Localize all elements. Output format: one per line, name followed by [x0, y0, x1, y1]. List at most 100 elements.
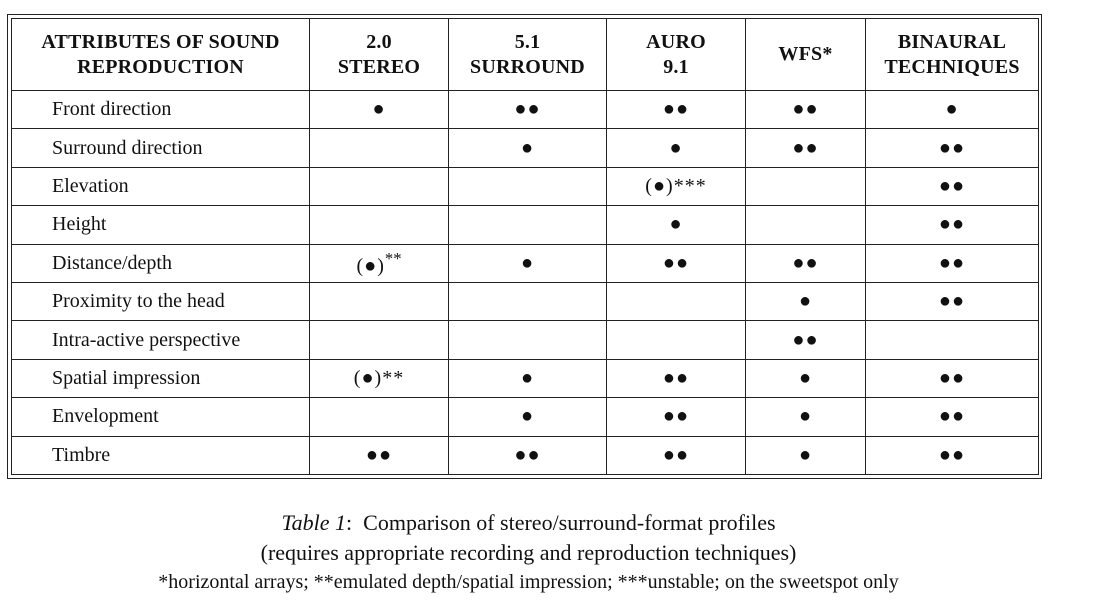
rating-mark: ●● — [938, 213, 966, 236]
column-header-line1: ATTRIBUTES OF SOUND — [41, 30, 280, 53]
column-header-line1: 5.1 — [514, 30, 541, 53]
table-caption-title: Table 1: Comparison of stereo/surround-f… — [0, 508, 1057, 538]
rating-cell: ● — [745, 435, 866, 476]
rating-cell: ● — [309, 89, 449, 130]
rating-cell: ● — [745, 397, 866, 437]
rating-cell: ●● — [865, 166, 1039, 207]
table-row: Intra-active perspective ●● — [11, 320, 1039, 360]
rating-cell: ●● — [865, 435, 1039, 476]
rating-cell: ●● — [865, 397, 1039, 437]
attribute-cell: Height — [11, 205, 310, 245]
column-header-line1: BINAURAL — [897, 30, 1007, 53]
rating-cell: ●● — [448, 89, 607, 130]
rating-mark: ●● — [938, 290, 966, 313]
rating-cell — [745, 205, 866, 245]
rating-cell: ●● — [606, 358, 746, 399]
rating-mark: ●● — [662, 405, 690, 428]
column-header-line1: 2.0 — [366, 30, 392, 53]
rating-mark: ●● — [792, 98, 819, 121]
rating-cell: ● — [745, 358, 866, 399]
rating-mark: (●)*** — [645, 174, 707, 197]
rating-cell: ●● — [606, 397, 746, 437]
rating-cell: ●● — [865, 358, 1039, 399]
rating-cell: ●● — [745, 243, 866, 283]
rating-mark: (●) — [356, 254, 385, 277]
rating-mark: ●● — [938, 251, 966, 274]
rating-cell: ●● — [606, 89, 746, 130]
column-header: WFS* — [745, 18, 866, 91]
rating-cell: ● — [865, 89, 1039, 130]
rating-cell — [448, 205, 607, 245]
rating-mark: ●● — [514, 443, 541, 466]
rating-cell — [309, 205, 449, 245]
rating-cell: ●● — [865, 205, 1039, 245]
rating-cell: (●)** — [309, 243, 449, 283]
attribute-cell: Envelopment — [11, 397, 310, 437]
rating-mark: ● — [798, 290, 813, 313]
rating-cell: ● — [606, 205, 746, 245]
rating-cell: ●● — [745, 320, 866, 360]
table-row: Envelopment●●●●●● — [11, 397, 1039, 437]
rating-cell: (●)*** — [606, 166, 746, 207]
rating-cell: ● — [745, 281, 866, 322]
attribute-cell: Intra-active perspective — [11, 320, 310, 360]
rating-cell — [309, 281, 449, 322]
attribute-cell: Elevation — [11, 166, 310, 207]
rating-cell — [309, 128, 449, 168]
rating-mark: ● — [520, 251, 535, 274]
column-header-line2: SURROUND — [470, 55, 585, 78]
rating-mark: ● — [798, 443, 813, 466]
rating-cell — [448, 320, 607, 360]
rating-mark: (●)** — [353, 366, 405, 389]
table-caption-separator: : — [346, 510, 353, 535]
rating-cell — [745, 166, 866, 207]
rating-cell: ● — [448, 397, 607, 437]
rating-mark: ●● — [938, 174, 966, 197]
table-row: Proximity to the head●●● — [11, 281, 1039, 322]
rating-cell: ●● — [448, 435, 607, 476]
rating-cell — [606, 281, 746, 322]
table-caption-footnote: *horizontal arrays; **emulated depth/spa… — [158, 571, 899, 593]
rating-mark: ●● — [938, 136, 966, 159]
rating-cell — [448, 281, 607, 322]
table-row: Height●●● — [11, 205, 1039, 245]
rating-mark: ●● — [792, 251, 819, 274]
column-header-line2: STEREO — [337, 55, 421, 78]
rating-mark: ●● — [938, 405, 966, 428]
rating-mark: ● — [669, 136, 683, 159]
rating-cell: ●● — [865, 281, 1039, 322]
rating-mark: ●● — [662, 443, 690, 466]
rating-cell — [448, 166, 607, 207]
rating-cell — [309, 320, 449, 360]
table-caption-label: Table 1 — [281, 510, 347, 535]
rating-mark: ●● — [514, 98, 541, 121]
table-row: Elevation (●)*** ●● — [11, 166, 1039, 207]
column-header-line1: WFS* — [778, 43, 833, 65]
table-caption-text: Comparison of stereo/surround-format pro… — [363, 510, 776, 535]
rating-cell — [865, 320, 1039, 360]
rating-mark: ●● — [365, 443, 393, 466]
table-row: Front direction●●●●●●●● — [11, 89, 1039, 130]
table-body: Front direction●●●●●●●●Surround directio… — [11, 89, 1039, 476]
rating-cell: ●● — [745, 89, 866, 130]
attribute-cell: Timbre — [11, 435, 310, 476]
rating-mark: ●● — [938, 366, 966, 389]
table-row: Timbre●●●●●●●●● — [11, 435, 1039, 476]
rating-cell — [606, 320, 746, 360]
rating-cell: ● — [448, 358, 607, 399]
rating-cell: ●● — [606, 243, 746, 283]
rating-cell: ●● — [745, 128, 866, 168]
rating-mark: ● — [669, 213, 683, 236]
rating-mark: ● — [520, 136, 535, 159]
rating-footnote-mark: ** — [384, 248, 402, 268]
table-row: Surround direction●●●●●● — [11, 128, 1039, 168]
rating-mark: ●● — [792, 328, 819, 351]
